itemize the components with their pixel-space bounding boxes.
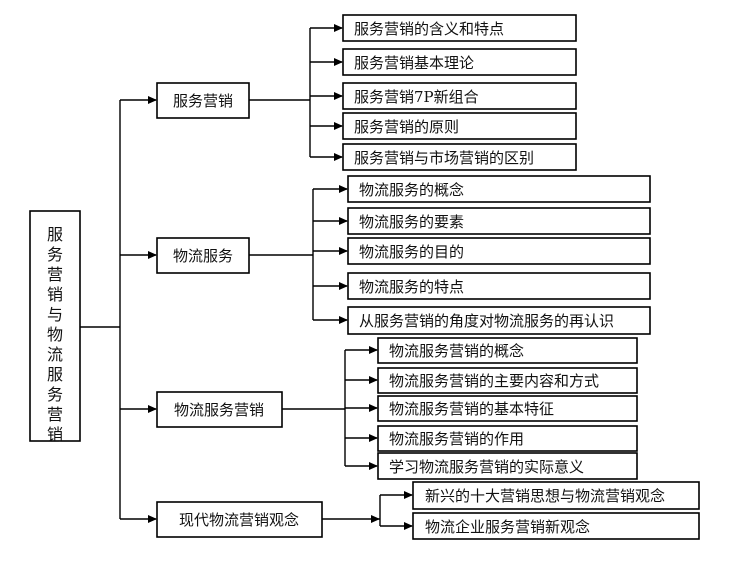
leaf-node: 服务营销的原则 — [342, 112, 577, 140]
leaf-node: 学习物流服务营销的实际意义 — [377, 452, 638, 480]
arrowhead — [148, 251, 157, 259]
leaf-node: 物流服务营销的主要内容和方式 — [377, 367, 638, 394]
svg-text:物流服务营销的概念: 物流服务营销的概念 — [389, 342, 524, 360]
branch-node-service-marketing: 服务营销 — [156, 82, 250, 119]
arrowhead — [339, 247, 348, 255]
leaf-node: 服务营销基本理论 — [342, 48, 577, 76]
leaf-node: 物流服务的目的 — [347, 237, 651, 265]
leaf-node: 物流服务的概念 — [347, 175, 651, 203]
svg-text:服务营销基本理论: 服务营销基本理论 — [354, 54, 474, 72]
arrowhead — [369, 376, 378, 384]
svg-text:服务营销7P新组合: 服务营销7P新组合 — [354, 88, 479, 106]
svg-text:服务营销的原则: 服务营销的原则 — [354, 118, 459, 136]
branch-label: 服务营销 — [173, 92, 233, 110]
arrowhead — [369, 346, 378, 354]
svg-text:新兴的十大营销思想与物流营销观念: 新兴的十大营销思想与物流营销观念 — [425, 487, 665, 505]
arrowhead — [148, 405, 157, 413]
branch-node-logistics-service-marketing: 物流服务营销 — [156, 391, 283, 428]
arrowhead — [371, 515, 380, 523]
svg-text:学习物流服务营销的实际意义: 学习物流服务营销的实际意义 — [389, 458, 584, 476]
arrowhead — [148, 96, 157, 104]
leaf-node: 新兴的十大营销思想与物流营销观念 — [412, 481, 700, 510]
branch-node-logistics-service: 物流服务 — [156, 237, 250, 274]
arrowhead — [339, 316, 348, 324]
svg-text:物流服务营销的作用: 物流服务营销的作用 — [389, 430, 524, 448]
arrowhead — [369, 404, 378, 412]
leaf-node: 物流服务营销的基本特征 — [377, 395, 638, 422]
arrowhead — [339, 185, 348, 193]
leaf-node: 从服务营销的角度对物流服务的再认识 — [347, 306, 651, 335]
svg-text:从服务营销的角度对物流服务的再认识: 从服务营销的角度对物流服务的再认识 — [359, 312, 614, 330]
leaf-node: 服务营销7P新组合 — [342, 82, 577, 110]
svg-text:物流服务营销的主要内容和方式: 物流服务营销的主要内容和方式 — [389, 372, 599, 390]
leaf-node: 物流服务营销的作用 — [377, 425, 638, 452]
arrowhead — [339, 282, 348, 290]
svg-text:物流服务的要素: 物流服务的要素 — [359, 213, 464, 231]
svg-text:服务营销的含义和特点: 服务营销的含义和特点 — [354, 20, 504, 38]
branch-node-modern-logistics-marketing: 现代物流营销观念 — [156, 501, 323, 538]
connector-arrows — [148, 24, 413, 530]
leaf-node: 服务营销的含义和特点 — [342, 14, 577, 42]
branch-label: 现代物流营销观念 — [179, 511, 299, 529]
branch-label: 物流服务 — [173, 247, 233, 265]
svg-text:物流服务营销的基本特征: 物流服务营销的基本特征 — [389, 400, 554, 418]
root-label: 服务营销与物流服务营销 — [47, 225, 63, 444]
leaf-node: 服务营销与市场营销的区别 — [342, 143, 577, 171]
arrowhead — [334, 122, 343, 130]
svg-text:物流服务的概念: 物流服务的概念 — [359, 181, 464, 199]
leaf-node: 物流企业服务营销新观念 — [412, 512, 700, 540]
arrowhead — [148, 515, 157, 523]
leaf-node: 物流服务营销的概念 — [377, 337, 638, 364]
arrowhead — [404, 522, 413, 530]
svg-text:物流服务的特点: 物流服务的特点 — [359, 278, 464, 296]
root-node: 服务营销与物流服务营销 — [29, 210, 81, 444]
svg-text:物流企业服务营销新观念: 物流企业服务营销新观念 — [425, 518, 590, 536]
arrowhead — [369, 434, 378, 442]
svg-text:物流服务的目的: 物流服务的目的 — [359, 243, 464, 261]
arrowhead — [334, 153, 343, 161]
arrowhead — [369, 462, 378, 470]
arrowhead — [334, 92, 343, 100]
leaf-node: 物流服务的特点 — [347, 272, 651, 300]
leaf-node: 物流服务的要素 — [347, 207, 651, 235]
arrowhead — [404, 491, 413, 499]
arrowhead — [339, 217, 348, 225]
arrowhead — [334, 24, 343, 32]
svg-text:服务营销与市场营销的区别: 服务营销与市场营销的区别 — [354, 149, 534, 167]
arrowhead — [334, 58, 343, 66]
branch-label: 物流服务营销 — [174, 401, 264, 419]
